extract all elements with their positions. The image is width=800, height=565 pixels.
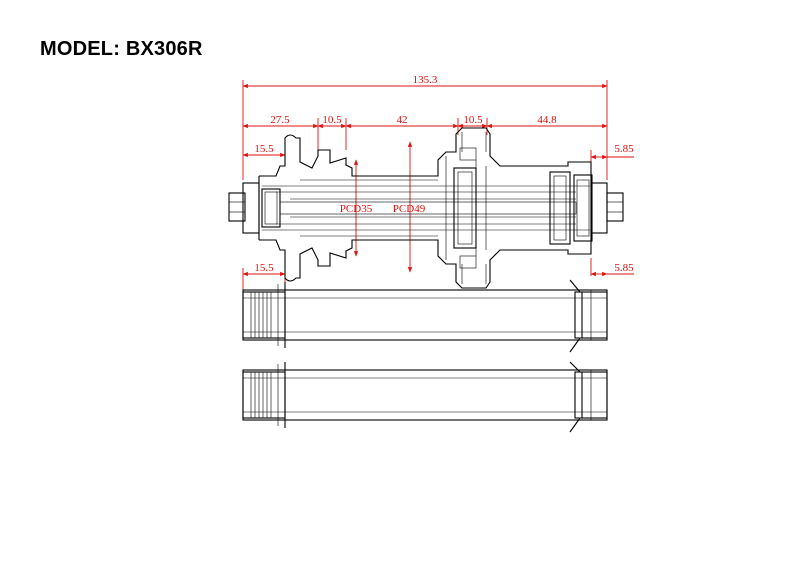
dimension-right-offset-label: 5.85 [614,143,634,155]
dimension-overall: 135.3 [242,74,608,89]
dimension-overall-label: 135.3 [413,74,438,86]
dimension-d5-label: 44.8 [537,114,557,126]
dimension-d2-label: 10.5 [322,114,342,126]
axle-view-1 [242,279,608,353]
dimension-chain: 27.5 10.5 42 10.5 44.8 [242,114,608,129]
hub-body [228,127,624,289]
axle-left-offset-label: 15.5 [254,262,274,274]
dimension-lines: 135.3 27.5 10.5 42 10.5 44.8 15.5 5.85 [242,74,634,290]
dimension-left-offset-label: 15.5 [254,143,274,155]
dimension-d4-label: 10.5 [463,114,483,126]
dimension-pcd: PCD35 PCD49 [340,141,426,273]
model-title: MODEL: BX306R [40,38,203,60]
pcd-large-label: PCD49 [393,203,426,215]
dimension-axle-offsets: 15.5 5.85 [242,262,634,277]
dimension-offsets: 15.5 5.85 [242,143,634,160]
dimension-d1-label: 27.5 [270,114,290,126]
dimension-d3-label: 42 [397,114,408,126]
axle-view-2 [242,361,608,433]
pcd-small-label: PCD35 [340,203,373,215]
axle-right-offset-label: 5.85 [614,262,634,274]
